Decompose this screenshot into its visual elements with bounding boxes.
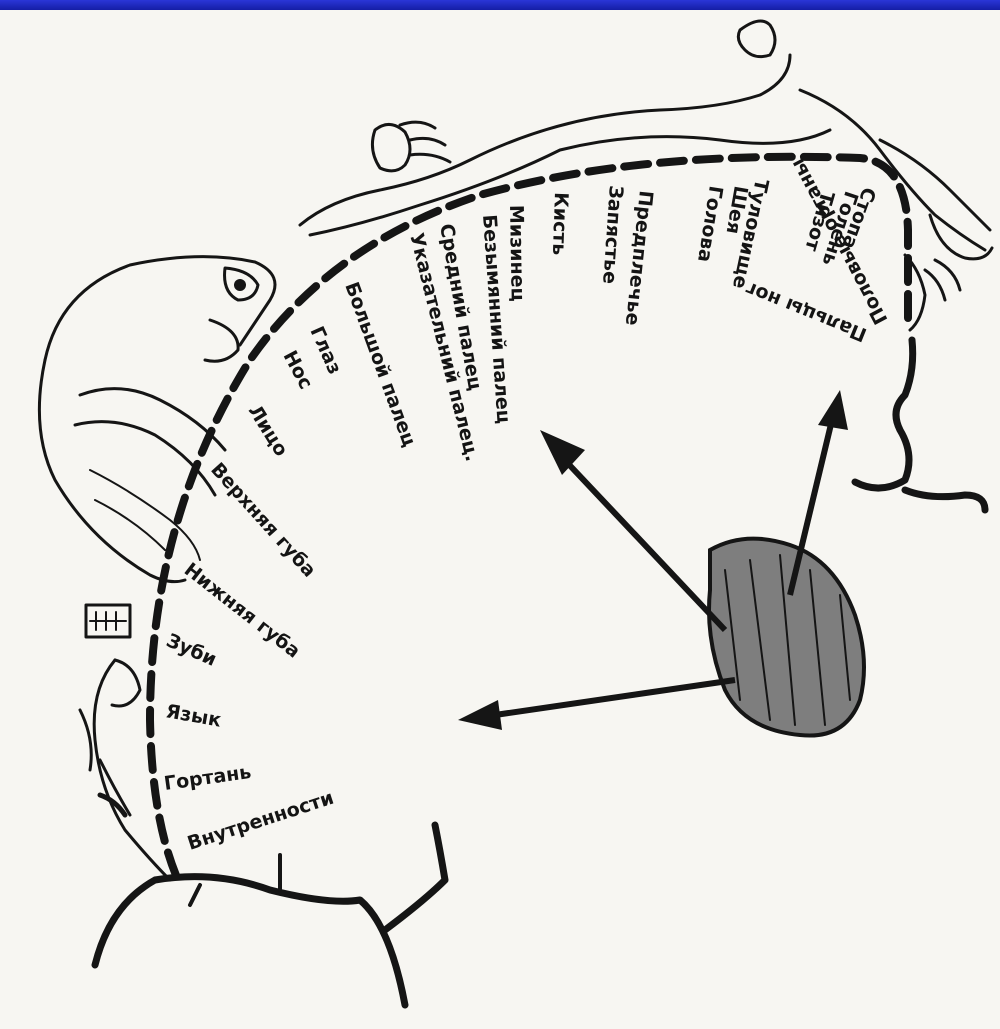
label-nos: Нос	[279, 347, 317, 393]
label-zapyastye: Запястье	[598, 185, 627, 285]
label-golova: Голова	[693, 184, 727, 263]
label-verkhnyaya-guba: Верхняя губа	[206, 459, 320, 582]
label-glaz: Глаз	[305, 323, 345, 378]
label-kist: Кисть	[548, 192, 572, 256]
label-mizinets: Мизинец	[505, 205, 529, 302]
arrow-left	[458, 680, 735, 730]
arrow-up-left	[540, 430, 725, 630]
label-litso: Лицо	[244, 401, 292, 460]
label-zubi: Зуби	[163, 629, 220, 670]
label-gortan: Гортань	[163, 761, 253, 795]
face-figure	[39, 257, 275, 582]
label-vnutrennosti: Внутренности	[185, 787, 337, 855]
right-structure	[855, 340, 985, 510]
bottom-structure	[95, 825, 445, 1005]
label-yazyk: Язык	[164, 700, 223, 731]
teeth-figure	[86, 605, 130, 637]
label-bolshoy-palets: Большой палец	[340, 279, 420, 450]
